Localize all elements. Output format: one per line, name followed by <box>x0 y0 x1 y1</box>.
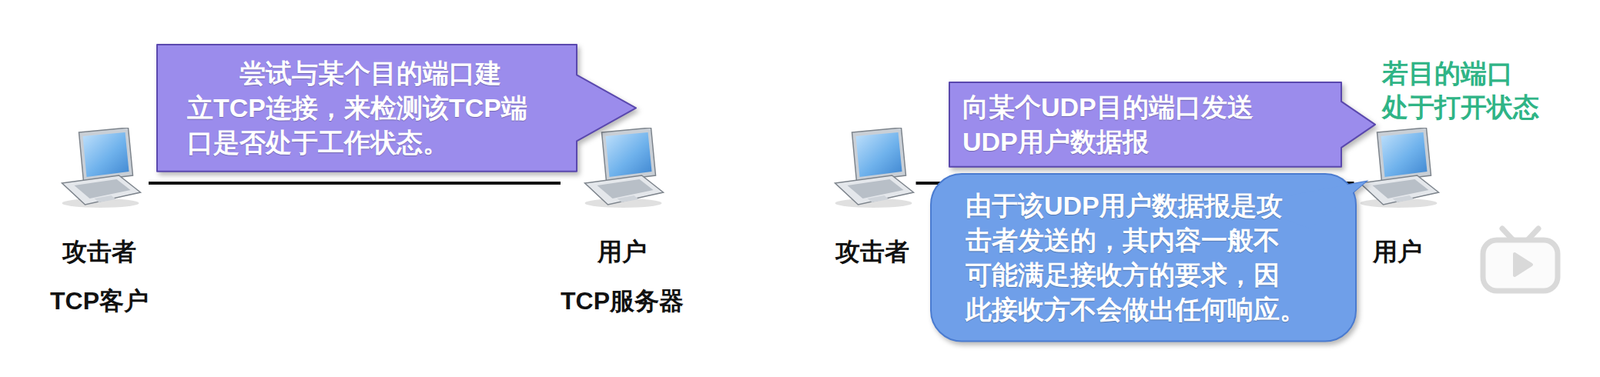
watermark-icon <box>1482 228 1558 292</box>
arrow-callout: 向某个UDP目的端口发送 UDP用户数据报 <box>948 81 1377 168</box>
host-label: 用户 <box>560 236 684 268</box>
link-line <box>148 181 561 185</box>
icon-spacer <box>579 127 667 210</box>
arrow-callout: 尝试与某个目的端口建 立TCP连接，来检测该TCP端 口是否处于工作状态。 <box>156 43 638 173</box>
icon-spacer <box>1354 127 1442 210</box>
laptop-icon <box>62 127 141 208</box>
computer-node: 攻击者 TCP客户 <box>50 127 149 317</box>
callout-text: 由于该UDP用户数据报是攻 击者发送的，其内容一般不 可能满足接收方的要求，因 … <box>965 188 1322 328</box>
callout-text: 尝试与某个目的端口建 立TCP连接，来检测该TCP端 口是否处于工作状态。 <box>187 56 549 161</box>
host-label: TCP客户 <box>50 285 149 317</box>
laptop-icon <box>585 127 664 208</box>
host-label: 用户 <box>1354 236 1442 268</box>
host-label: 攻击者 <box>50 236 149 268</box>
speech-bubble: 由于该UDP用户数据报是攻 击者发送的，其内容一般不 可能满足接收方的要求，因 … <box>930 173 1357 343</box>
computer-node: 用户 TCP服务器 <box>560 127 684 317</box>
computer-node: 用户 <box>1354 127 1442 268</box>
callout-text: 向某个UDP目的端口发送 UDP用户数据报 <box>962 90 1302 160</box>
host-label: TCP服务器 <box>560 285 684 317</box>
status-note: 若目的端口 处于打开状态 <box>1382 56 1542 124</box>
host-label: 攻击者 <box>829 236 917 268</box>
laptop-icon <box>835 127 914 208</box>
icon-spacer <box>829 127 917 210</box>
laptop-icon <box>1360 127 1440 208</box>
computer-node: 攻击者 <box>829 127 917 268</box>
icon-spacer <box>56 127 144 210</box>
